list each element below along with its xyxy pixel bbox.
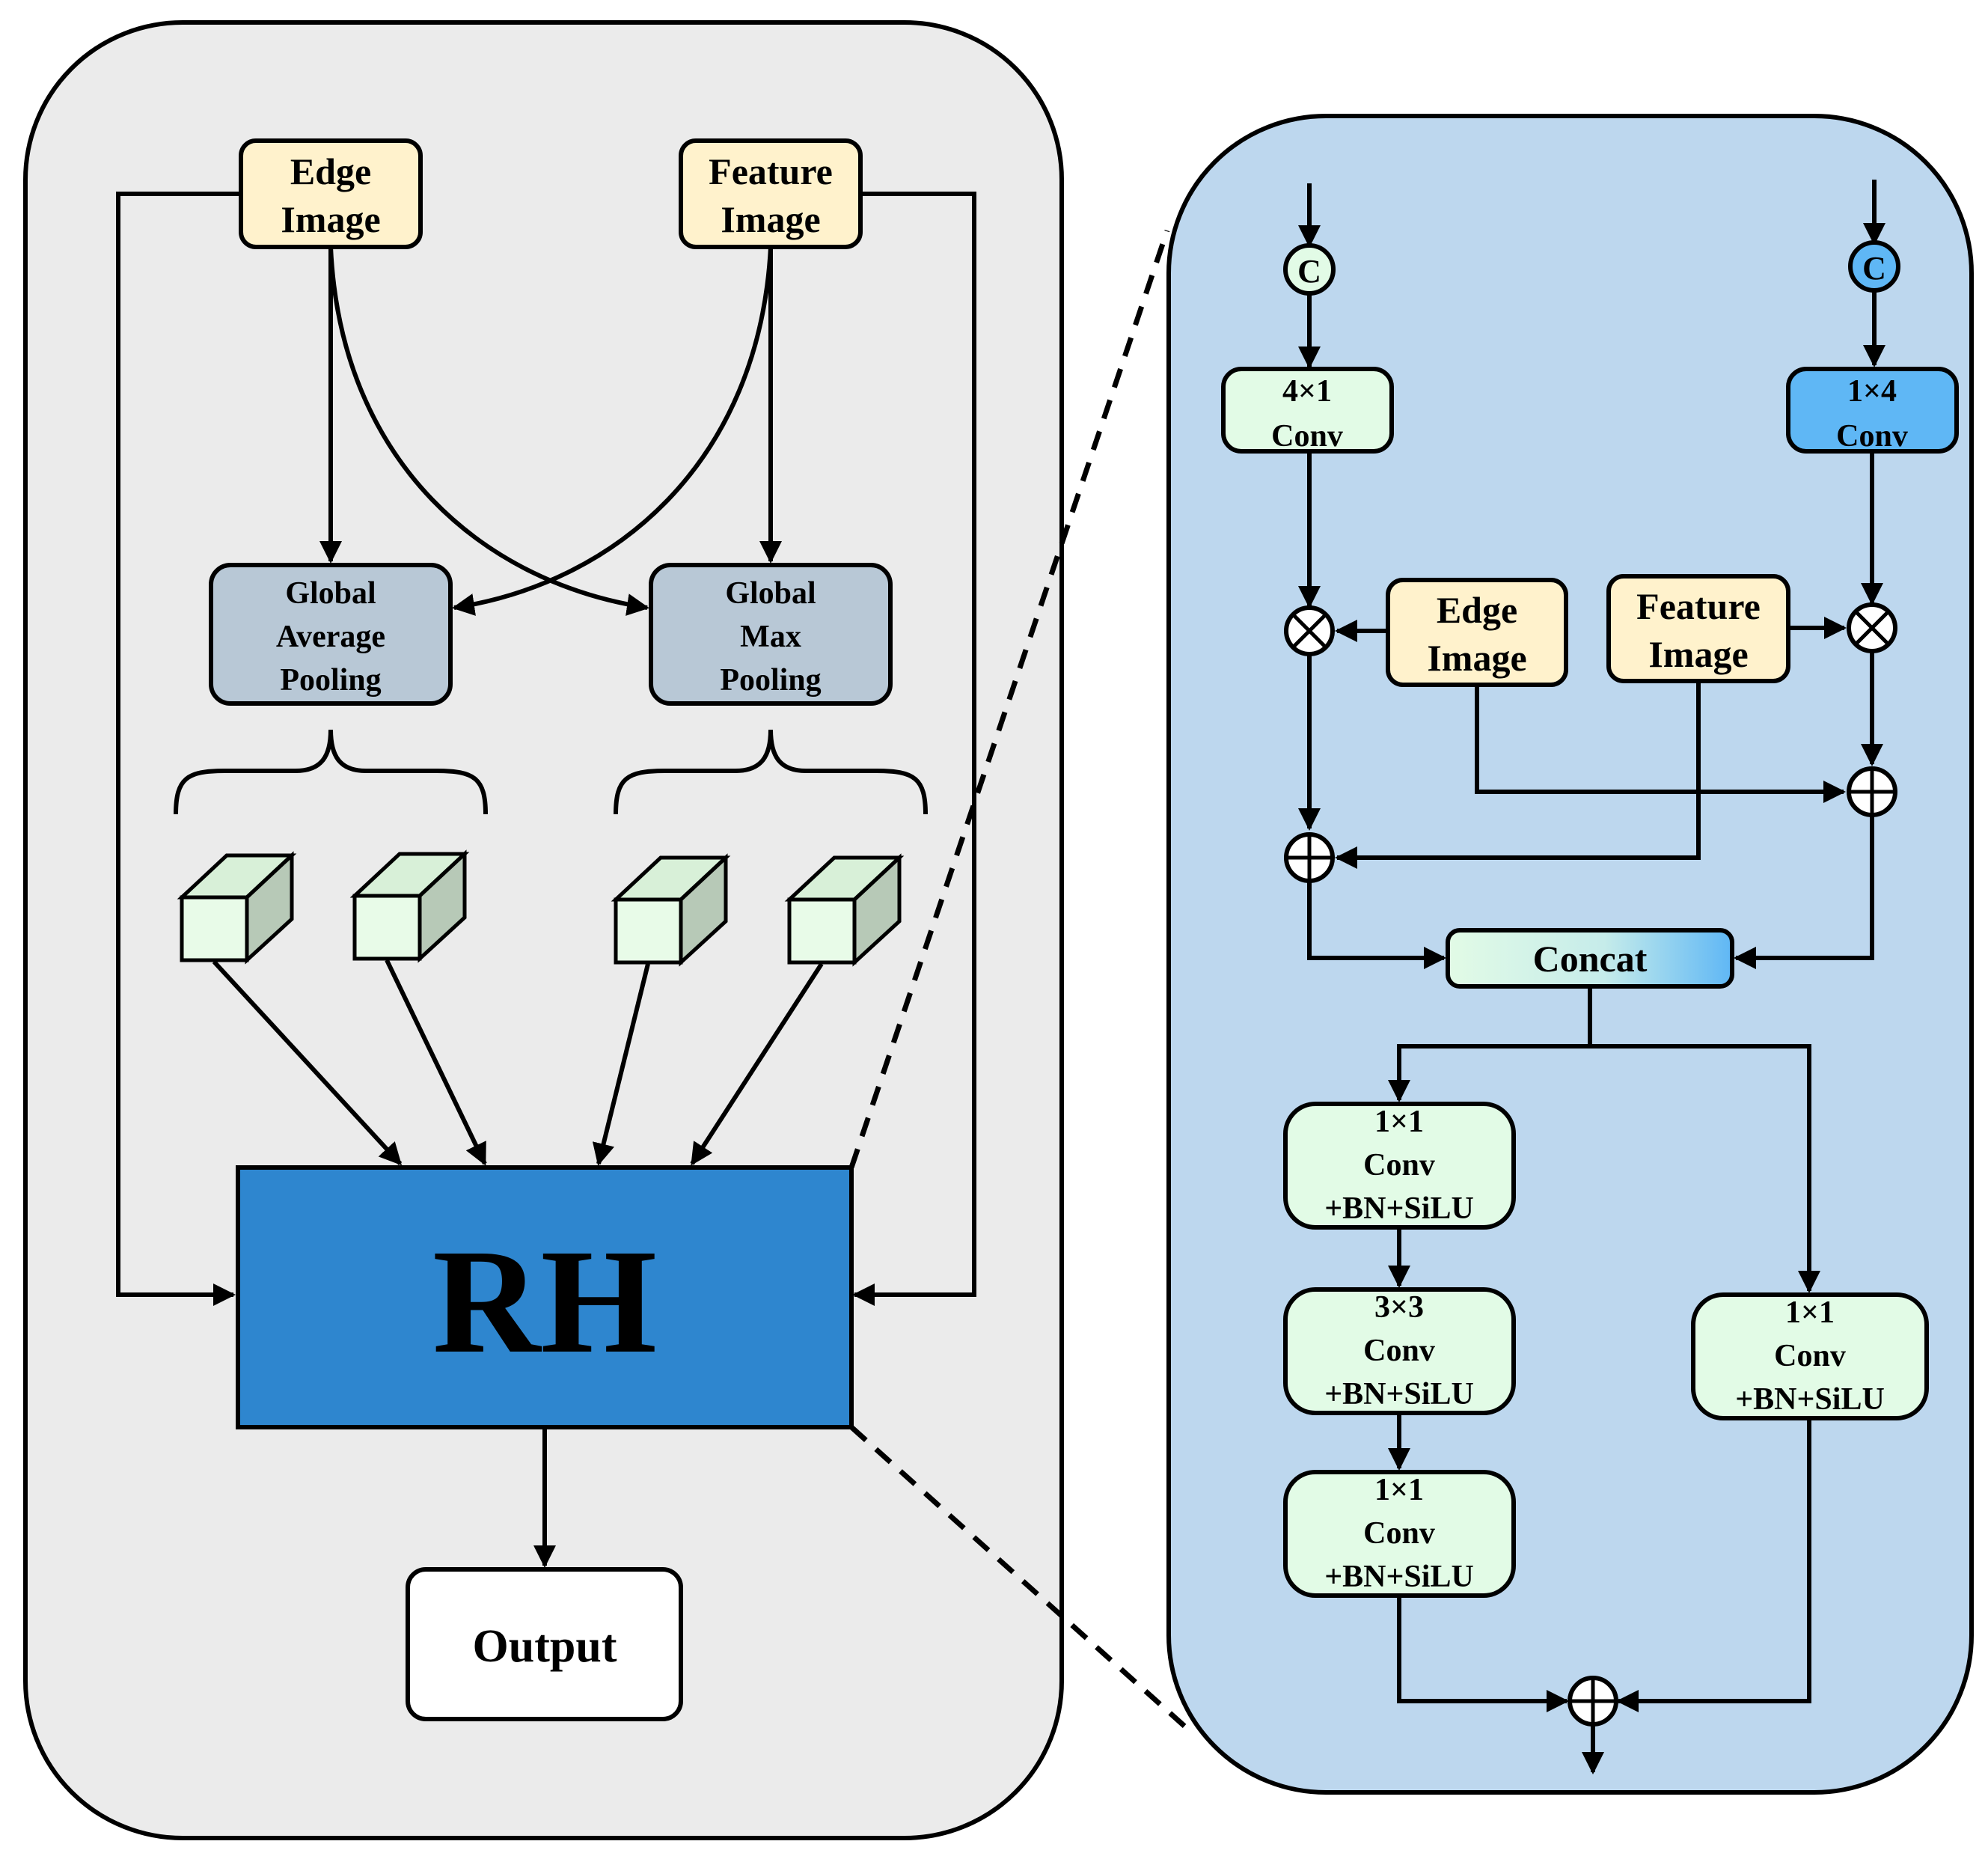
feature-image-line1: Feature (709, 150, 833, 192)
rh-label: RH (432, 1219, 657, 1385)
global-average-pooling-box: Global Average Pooling (209, 563, 453, 706)
gap-line1: Global (285, 576, 376, 611)
edge-image-box: Edge Image (239, 138, 423, 249)
branch-b-1-line1: 1×1 (1785, 1295, 1835, 1330)
arrow-branch-a-to-final-add (1397, 1596, 1569, 1712)
conv-branch-a-3: 1×1 Conv +BN+SiLU (1283, 1470, 1516, 1598)
conv-branch-a-2: 3×3 Conv +BN+SiLU (1283, 1287, 1516, 1415)
branch-b-1-line3: +BN+SiLU (1735, 1382, 1885, 1417)
conv-4x1-line2: Conv (1271, 419, 1343, 454)
brace-gmp (614, 729, 928, 815)
branch-a-3-line1: 1×1 (1374, 1473, 1424, 1507)
add-final-icon (1568, 1676, 1618, 1727)
brace-gap (174, 729, 488, 815)
branch-a-1-line3: +BN+SiLU (1324, 1191, 1474, 1226)
feature-cube-3 (611, 853, 731, 967)
concat-label: Concat (1533, 938, 1648, 980)
arrow-feature-to-gap (452, 246, 773, 616)
feature-image-line2: Image (721, 198, 820, 240)
arrow-branch-b-to-final-add (1616, 1418, 1811, 1712)
branch-a-1-line1: 1×1 (1374, 1105, 1424, 1139)
feature-image-right-line1: Feature (1636, 585, 1761, 627)
concat-symbol-right-label: C (1862, 250, 1886, 287)
feature-image-box: Feature Image (679, 138, 863, 249)
arrow-feature-bypass-to-rh (852, 192, 976, 1306)
multiply-left-icon (1284, 605, 1335, 656)
zoom-line-top (848, 229, 1170, 1169)
concat-symbol-left-label: C (1297, 253, 1321, 290)
feature-image-box-right: Feature Image (1606, 574, 1790, 683)
edge-image-box-right: Edge Image (1386, 578, 1568, 687)
conv-1x4-line1: 1×4 (1847, 374, 1897, 409)
output-label: Output (473, 1621, 617, 1672)
arrow-add-left-to-concat (1307, 881, 1446, 969)
gap-line3: Pooling (280, 663, 381, 698)
arrow-cube3-to-rh (592, 963, 650, 1166)
arrow-concat-to-branch-a (1388, 1044, 1590, 1102)
branch-b-1-line2: Conv (1774, 1339, 1846, 1373)
edge-image-right-line1: Edge (1437, 589, 1517, 631)
arrow-cube1-to-rh (212, 959, 403, 1166)
gmp-line2: Max (740, 620, 801, 654)
edge-image-right-line2: Image (1427, 637, 1526, 679)
conv-1x4-box: 1×4 Conv (1786, 367, 1959, 454)
gmp-line1: Global (725, 576, 816, 611)
conv-branch-b-1: 1×1 Conv +BN+SiLU (1691, 1292, 1929, 1420)
concat-symbol-right: C (1848, 240, 1900, 293)
branch-a-3-line2: Conv (1363, 1516, 1435, 1551)
conv-branch-a-1: 1×1 Conv +BN+SiLU (1283, 1102, 1516, 1230)
branch-a-2-line3: +BN+SiLU (1324, 1377, 1474, 1411)
gap-line2: Average (276, 620, 385, 654)
multiply-right-icon (1847, 602, 1897, 653)
concat-symbol-left: C (1283, 243, 1336, 296)
arrow-cube2-to-rh (385, 959, 487, 1166)
arrow-feature-to-add-left (1335, 681, 1701, 869)
arrow-concat-to-branch-b (1590, 1044, 1820, 1293)
arrow-edge-bypass-to-rh (116, 192, 241, 1306)
left-panel: Edge Image Feature Image Global Average … (23, 20, 1064, 1840)
conv-4x1-line1: 4×1 (1282, 374, 1332, 409)
feature-cube-4 (784, 853, 905, 967)
edge-image-line1: Edge (290, 150, 371, 192)
output-box: Output (406, 1567, 683, 1721)
right-panel: C C 4×1 Conv 1×4 Conv (1166, 114, 1974, 1795)
arrow-cube4-to-rh (690, 962, 824, 1166)
arrow-edge-to-add-right (1475, 685, 1846, 803)
branch-a-1-line2: Conv (1363, 1148, 1435, 1182)
conv-4x1-box: 4×1 Conv (1221, 367, 1394, 454)
branch-a-3-line3: +BN+SiLU (1324, 1560, 1474, 1594)
branch-a-2-line1: 3×3 (1374, 1290, 1424, 1325)
add-left-icon (1284, 832, 1335, 883)
edge-image-line2: Image (281, 198, 380, 240)
arrow-add-right-to-concat (1734, 815, 1874, 969)
feature-cube-1 (177, 851, 297, 965)
branch-a-2-line2: Conv (1363, 1334, 1435, 1368)
conv-1x4-line2: Conv (1836, 419, 1908, 454)
feature-image-right-line2: Image (1648, 633, 1748, 675)
concat-box: Concat (1446, 928, 1734, 989)
zoom-line-bottom (849, 1425, 1196, 1737)
gmp-line3: Pooling (720, 663, 821, 698)
add-right-icon (1847, 766, 1897, 817)
feature-cube-2 (349, 849, 470, 963)
arrow-edge-to-gmp (328, 246, 649, 616)
rh-block: RH (236, 1165, 854, 1429)
global-max-pooling-box: Global Max Pooling (649, 563, 893, 706)
